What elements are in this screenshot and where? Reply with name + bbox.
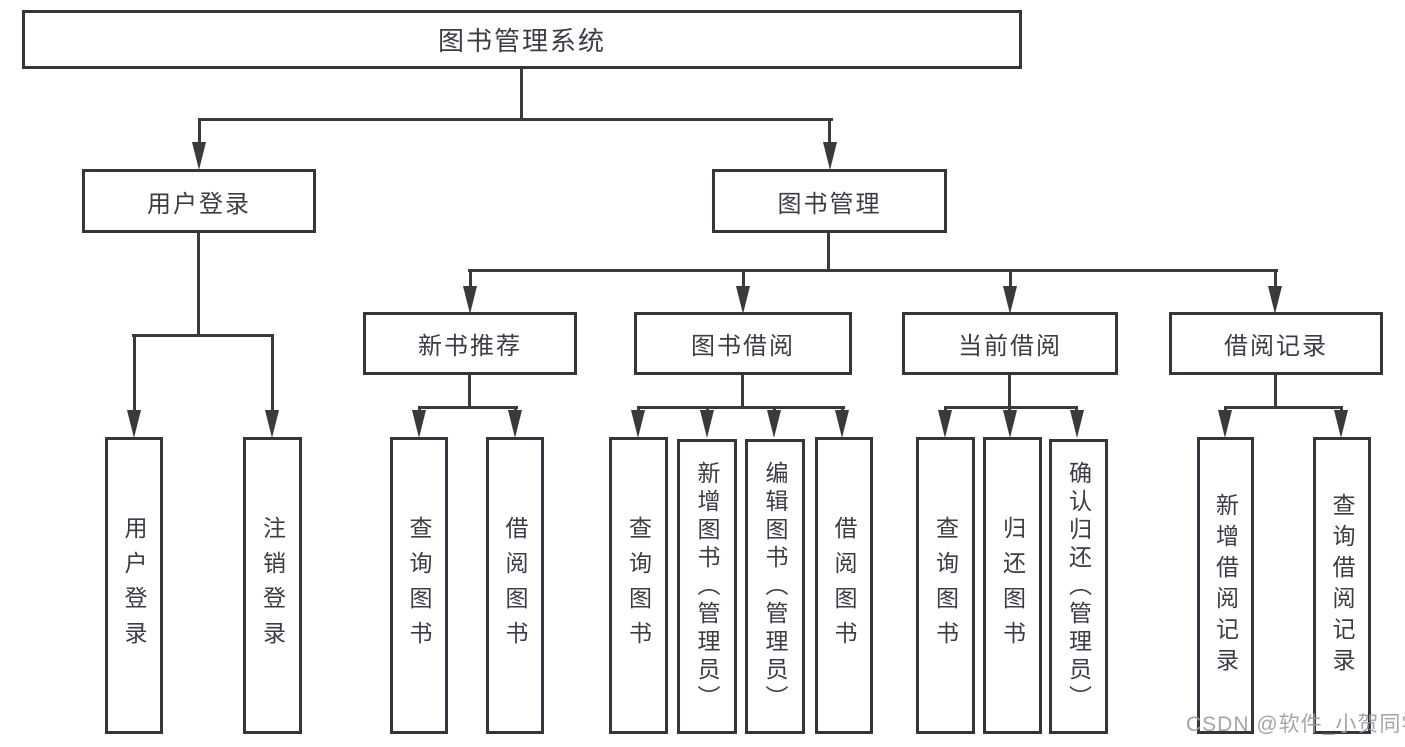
- connector-records-rail: [1224, 406, 1343, 409]
- node-new-book-recommendation: 新书推荐: [363, 312, 577, 375]
- node-label: 确认归还（管理员）: [1065, 460, 1092, 713]
- node-return-books: 归还图书: [983, 437, 1042, 734]
- connector-userlogin-rail: [132, 334, 274, 337]
- connector-current-rail: [944, 406, 1078, 409]
- node-label: 新增图书（管理员）: [694, 460, 720, 713]
- node-query-borrow-record: 查询借阅记录: [1313, 437, 1371, 734]
- arrow-down-icon: [700, 410, 714, 438]
- node-label: 用户登录: [147, 190, 251, 218]
- node-root: 图书管理系统: [22, 10, 1022, 69]
- node-current-borrowing: 当前借阅: [902, 312, 1118, 375]
- connector-arrow-shaft: [1274, 269, 1277, 289]
- arrow-down-icon: [938, 410, 952, 438]
- connector-current-stem: [1008, 374, 1011, 409]
- arrow-down-icon: [412, 410, 426, 438]
- arrow-down-icon: [463, 286, 477, 314]
- connector-root-stem: [520, 68, 523, 121]
- arrow-down-icon: [823, 142, 837, 170]
- arrow-down-icon: [1003, 286, 1017, 314]
- connector-recommend-rail: [418, 406, 518, 409]
- node-label: 借阅图书: [831, 515, 857, 656]
- watermark-text: CSDN @软件_小贺同学: [1186, 713, 1405, 736]
- arrow-down-icon: [1070, 410, 1084, 438]
- arrow-down-icon: [1334, 410, 1348, 438]
- node-label: 新书推荐: [418, 333, 522, 360]
- connector-recommend-stem: [468, 374, 471, 409]
- connector-arrow-shaft: [133, 334, 136, 414]
- node-edit-books-admin: 编辑图书（管理员）: [745, 439, 805, 734]
- arrow-down-icon: [835, 410, 849, 438]
- node-label: 编辑图书（管理员）: [762, 460, 788, 713]
- node-borrow-books-recommend: 借阅图书: [486, 437, 544, 734]
- node-confirm-return-admin: 确认归还（管理员）: [1049, 439, 1108, 734]
- arrow-down-icon: [1003, 410, 1017, 438]
- node-label: 查询图书: [932, 515, 959, 656]
- arrow-down-icon: [127, 410, 141, 438]
- arrow-down-icon: [736, 286, 750, 314]
- node-label: 查询图书: [625, 515, 652, 656]
- node-borrowing-records: 借阅记录: [1169, 312, 1383, 375]
- connector-arrow-shaft: [742, 269, 745, 289]
- node-label: 归还图书: [999, 515, 1026, 656]
- node-label: 当前借阅: [958, 333, 1062, 360]
- node-book-management: 图书管理: [712, 169, 947, 233]
- connector-records-stem: [1274, 374, 1277, 409]
- arrow-down-icon: [192, 142, 206, 170]
- connector-arrow-shaft: [271, 334, 274, 414]
- connector-arrow-shaft: [469, 269, 472, 289]
- node-label: 注销登录: [259, 515, 286, 656]
- connector-arrow-shaft: [198, 118, 201, 146]
- node-label: 查询借阅记录: [1329, 492, 1355, 679]
- arrow-down-icon: [508, 410, 522, 438]
- node-user-login: 用户登录: [82, 169, 316, 233]
- arrow-down-icon: [1218, 410, 1232, 438]
- connector-arrow-shaft: [828, 118, 831, 146]
- connector-borrowing-rail: [637, 406, 845, 409]
- connector-borrowing-stem: [741, 374, 744, 409]
- connector-level3-rail: [468, 269, 1278, 272]
- node-label: 图书管理: [777, 190, 882, 218]
- node-borrow-books-borrowing: 借阅图书: [815, 437, 873, 734]
- node-label: 借阅记录: [1224, 333, 1328, 360]
- node-query-books-recommend: 查询图书: [390, 437, 448, 734]
- node-query-books-borrowing: 查询图书: [609, 437, 668, 734]
- node-add-books-admin: 新增图书（管理员）: [677, 439, 737, 734]
- node-label: 查询图书: [406, 515, 432, 656]
- node-label: 新增借阅记录: [1212, 492, 1239, 679]
- node-book-borrowing: 图书借阅: [634, 312, 852, 375]
- connector-userlogin-stem: [197, 230, 200, 337]
- arrow-down-icon: [631, 410, 645, 438]
- connector-level2-rail: [198, 118, 833, 121]
- node-query-books-current: 查询图书: [916, 437, 975, 734]
- node-root-label: 图书管理系统: [437, 26, 606, 56]
- arrow-down-icon: [1268, 286, 1282, 314]
- connector-bookmgmt-stem: [827, 230, 830, 272]
- arrow-down-icon: [265, 410, 279, 438]
- node-logout-leaf: 注销登录: [243, 437, 302, 734]
- arrow-down-icon: [767, 410, 781, 438]
- node-label: 借阅图书: [502, 515, 528, 656]
- node-label: 用户登录: [121, 515, 147, 656]
- node-user-login-leaf: 用户登录: [105, 437, 163, 734]
- node-add-borrow-record: 新增借阅记录: [1197, 437, 1254, 734]
- node-label: 图书借阅: [691, 333, 795, 360]
- connector-arrow-shaft: [1009, 269, 1012, 289]
